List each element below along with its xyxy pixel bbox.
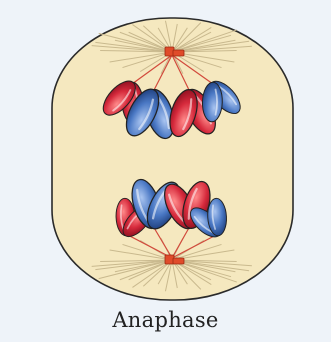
diagram-caption: Anaphase: [0, 308, 331, 332]
